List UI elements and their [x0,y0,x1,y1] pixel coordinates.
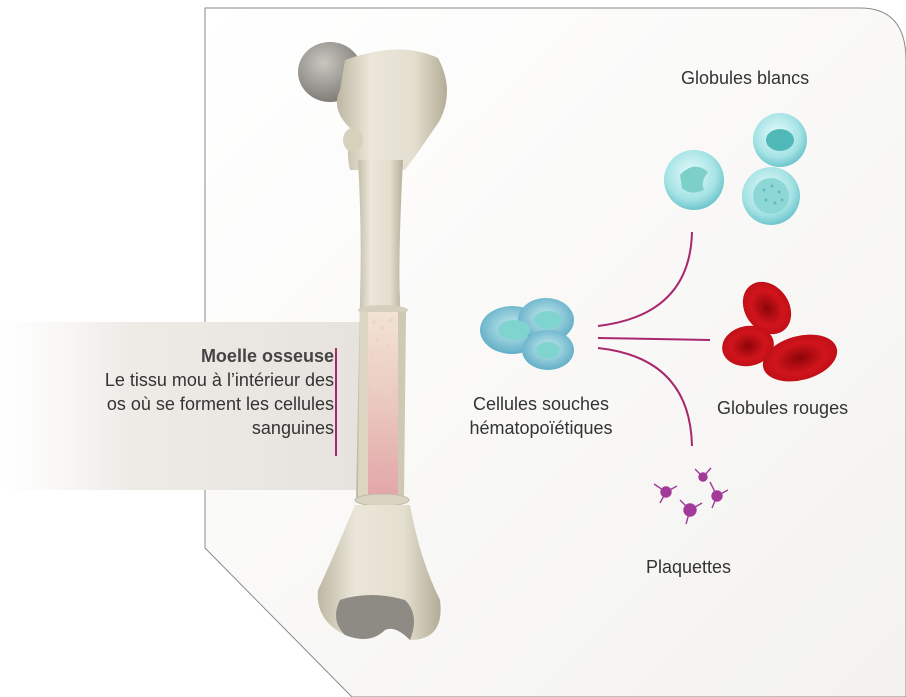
marrow-title: Moelle osseuse [105,344,334,368]
stem-cells-label: Cellules souches hématopoïétiques [446,392,636,440]
white-cells-label: Globules blancs [681,66,809,90]
marrow-description-line: os où se forment les cellules [105,392,334,416]
marrow-description-line: sanguines [105,416,334,440]
stem-cells-label-line: Cellules souches [446,392,636,416]
platelets-label: Plaquettes [646,555,731,579]
red-cells-label: Globules rouges [717,396,848,420]
marrow-description-line: Le tissu mou à l’intérieur des [105,368,334,392]
stem-cells-label-line: hématopoïétiques [446,416,636,440]
callout-accent-bar [335,348,337,456]
marrow-callout: Moelle osseuse Le tissu mou à l’intérieu… [105,344,334,440]
